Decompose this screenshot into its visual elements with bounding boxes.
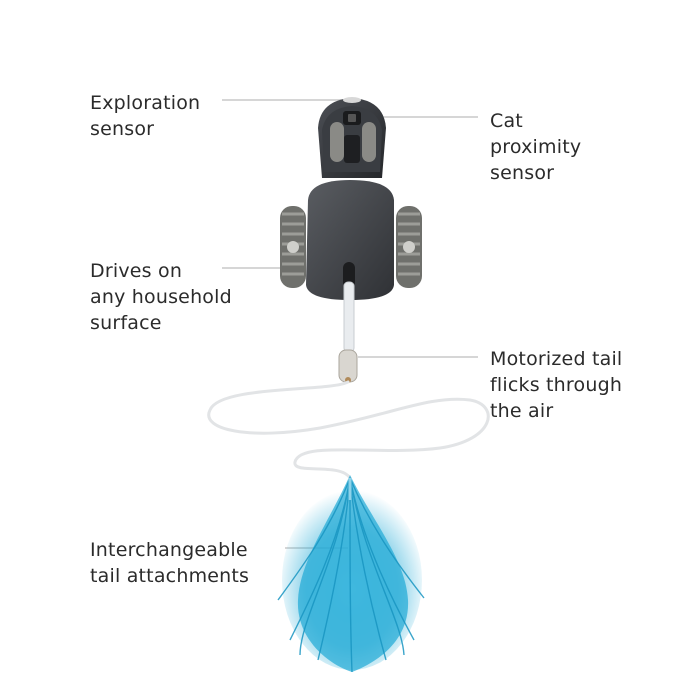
left-wheel — [280, 206, 306, 288]
label-line: flicks through — [490, 374, 623, 396]
robot-body — [306, 180, 394, 300]
label-exploration-sensor: Exploration sensor — [90, 90, 200, 142]
feather-attachment — [277, 475, 425, 673]
label-drives-on-surface: Drives on any household surface — [90, 258, 232, 336]
label-line: the air — [490, 400, 554, 422]
label-line: Drives on — [90, 260, 183, 282]
label-motorized-tail: Motorized tail flicks through the air — [490, 346, 622, 424]
label-cat-proximity-sensor: Cat proximity sensor — [490, 108, 581, 186]
label-line: Exploration — [90, 92, 201, 114]
label-line: tail attachments — [90, 565, 250, 587]
exploration-sensor-icon — [343, 97, 361, 103]
label-line: Cat — [490, 110, 523, 132]
label-line: Interchangeable — [90, 539, 248, 561]
label-line: sensor — [490, 162, 555, 184]
label-line: sensor — [90, 118, 155, 140]
right-wheel — [396, 206, 422, 288]
label-line: Motorized tail — [490, 348, 623, 370]
label-line: any household — [90, 286, 232, 308]
label-line: proximity — [490, 136, 582, 158]
tail-rod — [338, 281, 358, 383]
robot-head — [318, 97, 386, 178]
tail-wire — [207, 380, 490, 480]
label-tail-attachments: Interchangeable tail attachments — [90, 537, 249, 589]
label-line: surface — [90, 312, 162, 334]
